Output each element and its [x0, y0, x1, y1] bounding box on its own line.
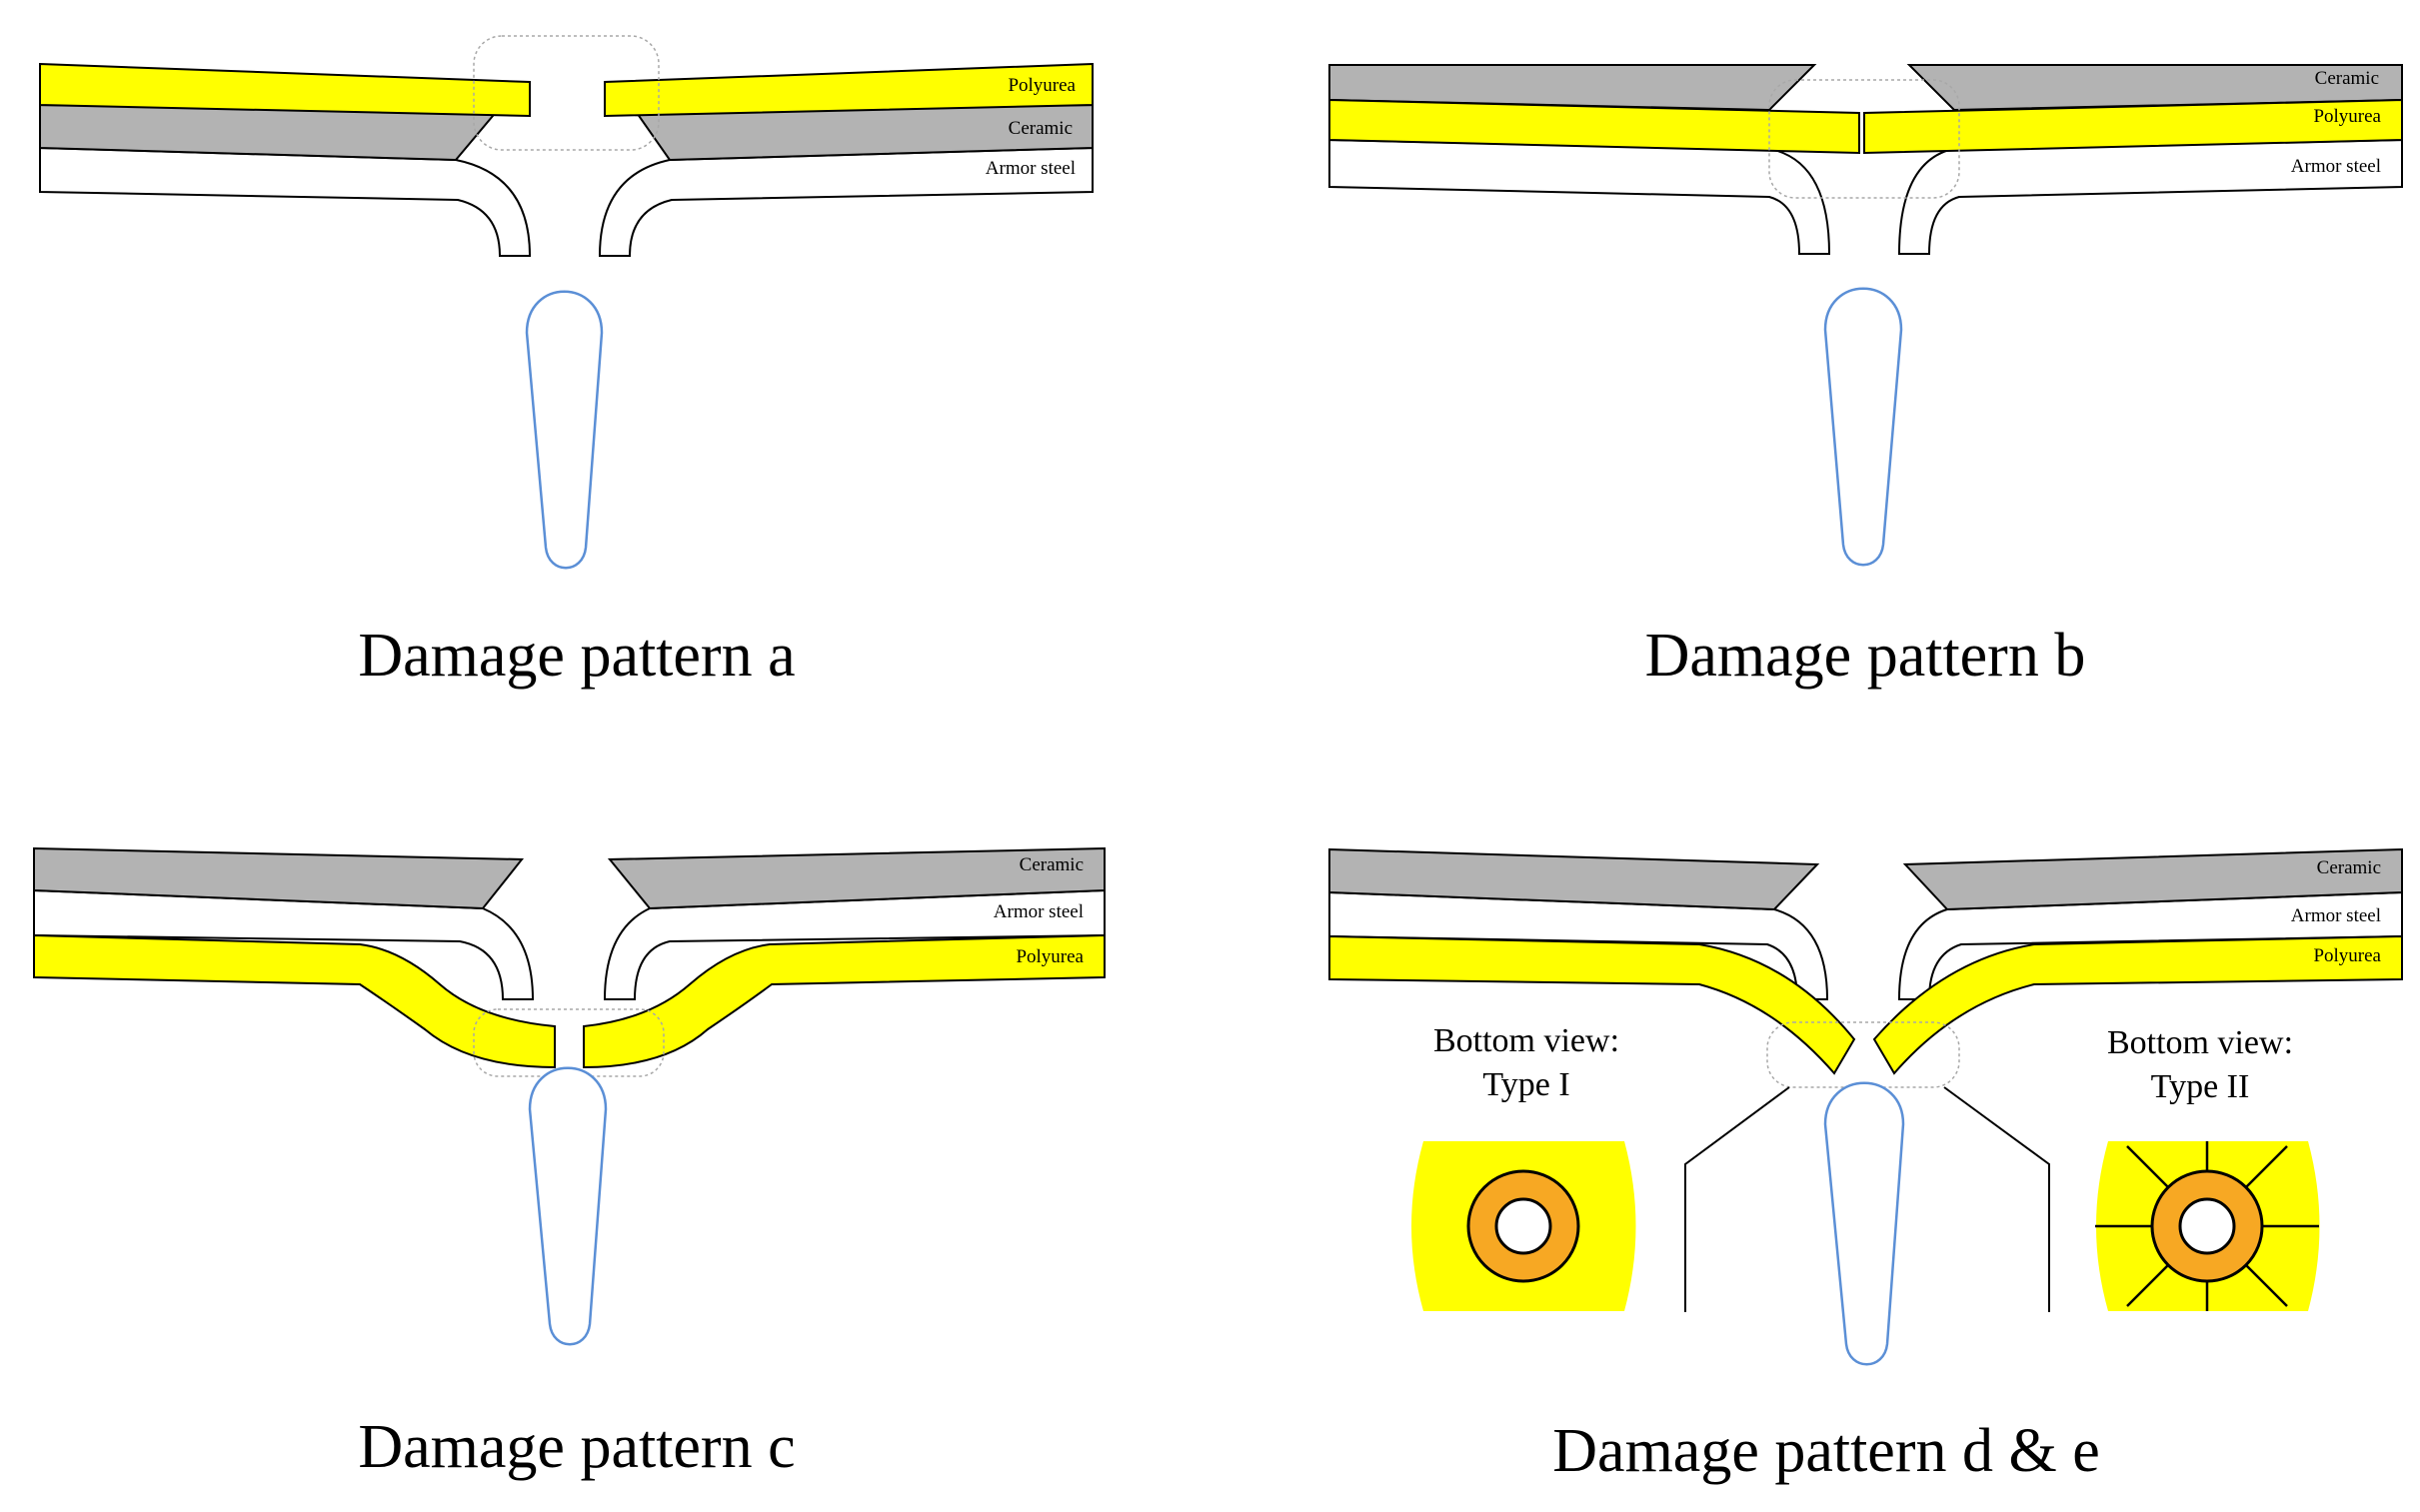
polyurea-right — [583, 933, 1106, 1069]
projectile — [525, 290, 604, 570]
armor-steel-right — [598, 146, 1094, 257]
layer-label-polyurea: Polyurea — [2313, 106, 2381, 127]
layer-label-armor-steel: Armor steel — [2291, 156, 2381, 177]
layer-label-polyurea: Polyurea — [2313, 945, 2381, 966]
ceramic-left — [33, 846, 525, 910]
ceramic-left — [1328, 847, 1820, 911]
projectile — [1823, 1081, 1905, 1366]
panel-a: Polyurea Ceramic Armor steel Damage patt… — [39, 35, 1094, 690]
caption-a: Damage pattern a — [358, 622, 795, 690]
layer-label-armor-steel: Armor steel — [986, 158, 1076, 179]
layer-label-armor-steel: Armor steel — [2291, 905, 2381, 926]
leader-line-right — [1943, 1086, 2050, 1312]
perforation-hole — [1494, 1197, 1552, 1255]
layer-label-ceramic: Ceramic — [2315, 68, 2379, 89]
projectile — [1823, 287, 1903, 567]
layer-label-armor-steel: Armor steel — [994, 901, 1084, 922]
damage-zone-outline — [1766, 1021, 1960, 1088]
panel-c: Ceramic Armor steel Polyurea Damage patt… — [33, 846, 1106, 1481]
armor-steel-right — [1897, 138, 2403, 255]
armor-steel-right — [1897, 890, 2403, 1000]
caption-d-e: Damage pattern d & e — [1552, 1417, 2099, 1485]
armor-steel-right — [603, 888, 1106, 1000]
panel-d-e: Ceramic Armor steel Polyurea Bottom view… — [1328, 847, 2403, 1485]
projectile — [528, 1066, 608, 1346]
polyurea-right — [604, 62, 1094, 118]
polyurea-left — [1328, 98, 1860, 155]
armor-steel-left — [1328, 138, 1831, 255]
polyurea-left — [39, 62, 531, 118]
ceramic-right — [1902, 847, 2403, 911]
armor-steel-left — [39, 146, 532, 257]
panel-b: Ceramic Polyurea Armor steel Damage patt… — [1328, 64, 2403, 690]
layer-label-ceramic: Ceramic — [2317, 857, 2381, 878]
damage-zone-outline — [473, 35, 660, 151]
leader-line-left — [1684, 1086, 1790, 1312]
polyurea-right — [1872, 934, 2403, 1075]
bottom-view-2-title: Bottom view: — [2107, 1024, 2293, 1061]
layer-label-polyurea: Polyurea — [1016, 946, 1084, 967]
ceramic-right — [607, 846, 1106, 910]
bottom-view-type-2 — [2095, 1141, 2320, 1311]
caption-b: Damage pattern b — [1645, 622, 2086, 690]
polyurea-left — [1328, 934, 1856, 1075]
polyurea-left — [33, 933, 556, 1069]
caption-c: Damage pattern c — [358, 1413, 795, 1481]
armor-steel-left — [1328, 890, 1829, 1000]
bottom-view-type-1 — [1411, 1141, 1636, 1311]
layer-label-ceramic: Ceramic — [1020, 854, 1084, 875]
bottom-view-2-type: Type II — [2151, 1068, 2250, 1105]
armor-steel-left — [33, 888, 535, 1000]
layer-label-polyurea: Polyurea — [1008, 75, 1076, 96]
polyurea-right — [1863, 98, 2403, 155]
bottom-view-1-type: Type I — [1482, 1066, 1569, 1103]
layer-label-ceramic: Ceramic — [1009, 118, 1073, 139]
perforation-hole — [2178, 1197, 2236, 1255]
bottom-view-1-title: Bottom view: — [1433, 1022, 1619, 1059]
damage-zone-outline — [1768, 79, 1960, 199]
